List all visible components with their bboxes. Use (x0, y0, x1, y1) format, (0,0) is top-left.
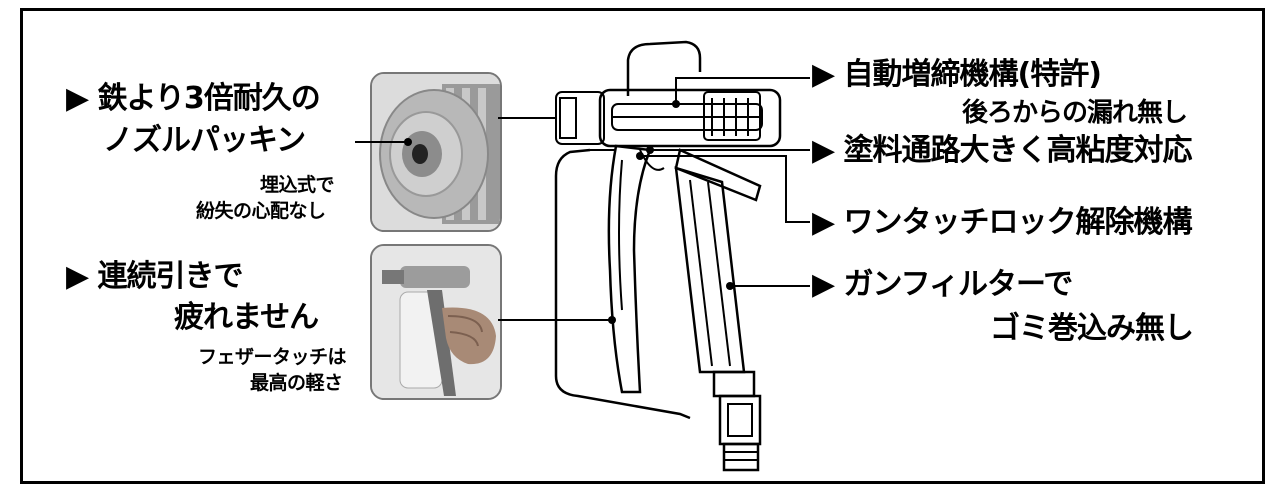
pointer-icon: ▶ (66, 259, 89, 294)
arrow-head-icon: ▶ (812, 205, 835, 240)
one-touch-heading: ▶ ワンタッチロック解除機構 (812, 205, 1193, 240)
paint-path-heading: ▶ 塗料通路大きく高粘度対応 (812, 133, 1193, 168)
auto-tighten-sub: 後ろからの漏れ無し (962, 98, 1188, 128)
pointer-icon: ▶ (66, 81, 89, 116)
auto-tighten-heading: ▶ 自動増締機構(特許) (812, 57, 1102, 92)
trigger-heading-2: 疲れません (174, 300, 319, 335)
nozzle-heading-1: ▶ 鉄より3倍耐久の (66, 81, 321, 116)
trigger-heading-1: ▶ 連続引きで (66, 259, 244, 294)
arrow-head-icon: ▶ (812, 57, 835, 92)
nozzle-note-2: 紛失の心配なし (196, 200, 326, 222)
trigger-note-2: 最高の軽さ (250, 372, 343, 394)
nozzle-note-1: 埋込式で (260, 174, 335, 196)
arrow-head-icon: ▶ (812, 267, 835, 302)
gun-filter-heading: ▶ ガンフィルターで (812, 267, 1073, 302)
gun-filter-sub: ゴミ巻込み無し (990, 311, 1194, 346)
trigger-note-1: フェザータッチは (198, 346, 347, 368)
diagram-frame (20, 8, 1265, 484)
arrow-head-icon: ▶ (812, 133, 835, 168)
nozzle-packing-photo (370, 72, 502, 232)
hand-trigger-photo (370, 244, 502, 400)
nozzle-heading-2: ノズルパッキン (103, 123, 306, 158)
